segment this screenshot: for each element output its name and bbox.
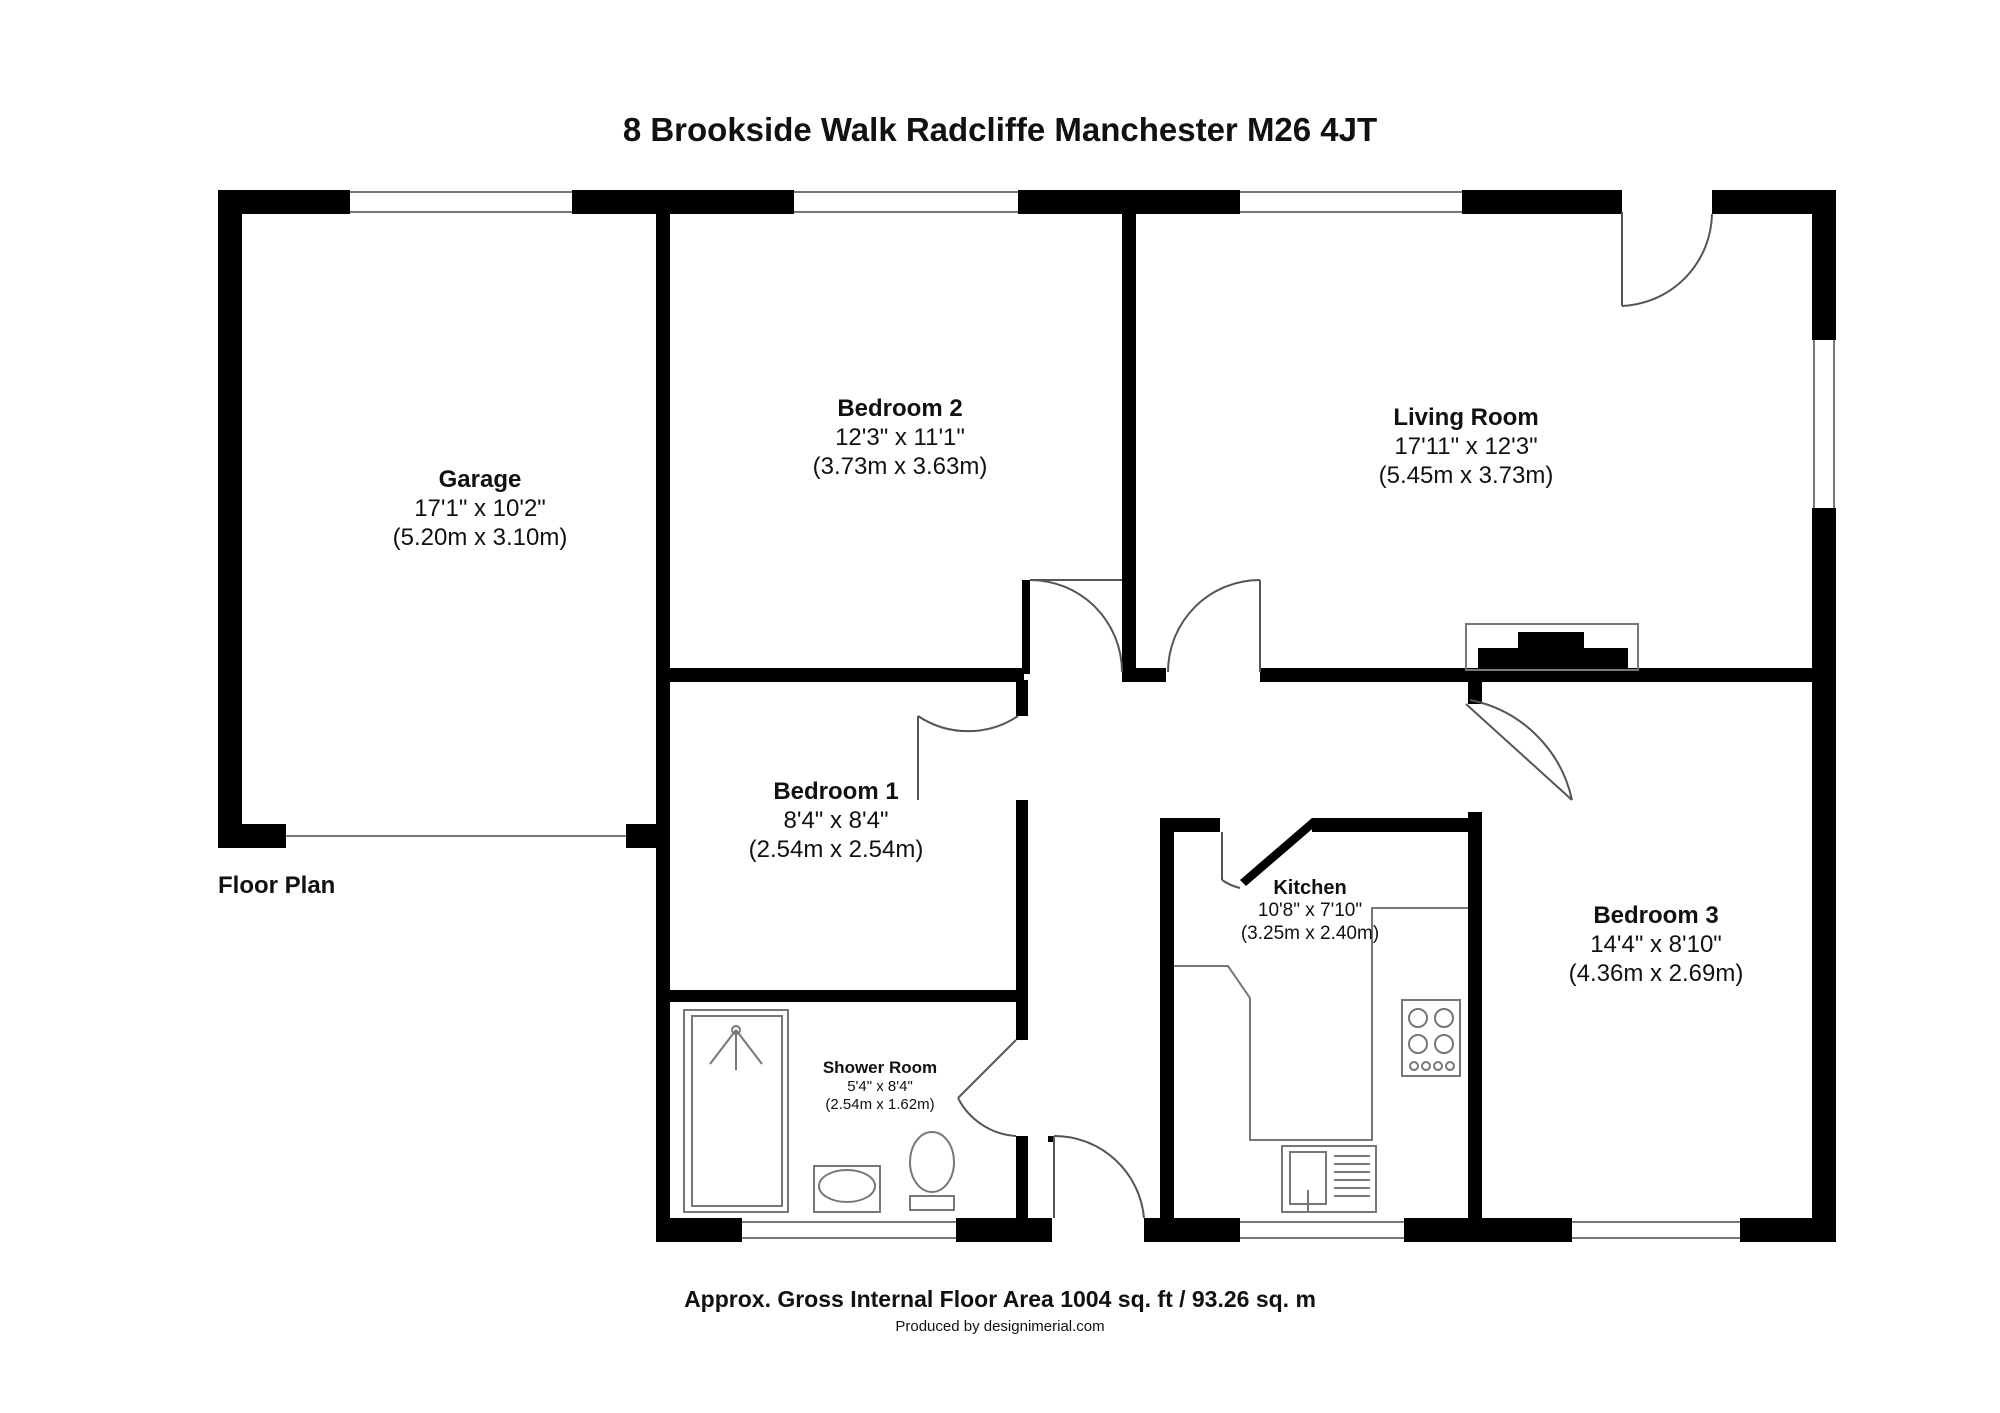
room-dimensions-metric: (4.36m x 2.69m) <box>1568 959 1744 987</box>
room-name: Bedroom 3 <box>1593 902 1719 929</box>
room-name: Shower Room <box>822 1058 938 1077</box>
room-name: Bedroom 2 <box>837 395 963 422</box>
room-dimensions-metric: (2.54m x 2.54m) <box>748 835 924 863</box>
windows <box>286 191 1835 1239</box>
room-name: Living Room <box>1393 404 1539 431</box>
room-name: Garage <box>438 466 522 493</box>
hob <box>1401 999 1461 1077</box>
room-dimensions-metric: (5.45m x 3.73m) <box>1378 461 1554 489</box>
room-label-garage: Garage 17'1" x 10'2" (5.20m x 3.10m) <box>330 466 630 552</box>
exterior-walls <box>218 190 1836 1242</box>
page-title: 8 Brookside Walk Radcliffe Manchester M2… <box>622 111 1378 148</box>
kitchen-worktop <box>1174 907 1468 1141</box>
room-name: Kitchen <box>1273 877 1347 899</box>
room-dimensions-imperial: 17'11" x 12'3" <box>1394 432 1538 460</box>
room-dimensions-imperial: 17'1" x 10'2" <box>414 494 546 522</box>
credit-line: Produced by designimerial.com <box>895 1318 1105 1335</box>
room-name: Bedroom 1 <box>773 778 899 805</box>
room-label-bedroom-1: Bedroom 1 8'4" x 8'4" (2.54m x 2.54m) <box>686 778 986 864</box>
room-dimensions-imperial: 5'4" x 8'4" <box>847 1078 913 1096</box>
basin <box>813 1165 881 1213</box>
floor-area: Approx. Gross Internal Floor Area 1004 s… <box>684 1286 1316 1312</box>
room-dimensions-imperial: 14'4" x 8'10" <box>1590 930 1722 958</box>
interior-walls <box>656 212 1812 1242</box>
doors <box>917 212 1713 1219</box>
room-dimensions-metric: (3.25m x 2.40m) <box>1240 922 1380 944</box>
toilet <box>909 1131 955 1193</box>
room-dimensions-metric: (2.54m x 1.62m) <box>825 1096 935 1114</box>
room-dimensions-imperial: 8'4" x 8'4" <box>783 806 889 834</box>
shower-tray <box>683 1009 789 1213</box>
room-label-shower-room: Shower Room 5'4" x 8'4" (2.54m x 1.62m) <box>790 1058 970 1114</box>
floor-label: Floor Plan <box>218 872 336 899</box>
room-label-bedroom-2: Bedroom 2 12'3" x 11'1" (3.73m x 3.63m) <box>750 395 1050 481</box>
room-dimensions-metric: (5.20m x 3.10m) <box>392 523 568 551</box>
room-label-kitchen: Kitchen 10'8" x 7'10" (3.25m x 2.40m) <box>1186 876 1434 946</box>
room-label-bedroom-3: Bedroom 3 14'4" x 8'10" (4.36m x 2.69m) <box>1506 902 1806 988</box>
sink <box>1281 1145 1377 1213</box>
room-dimensions-metric: (3.73m x 3.63m) <box>812 452 988 480</box>
room-dimensions-imperial: 10'8" x 7'10" <box>1257 900 1363 921</box>
fixtures <box>683 623 1639 1213</box>
room-dimensions-imperial: 12'3" x 11'1" <box>835 423 965 451</box>
room-label-living-room: Living Room 17'11" x 12'3" (5.45m x 3.73… <box>1316 404 1616 490</box>
